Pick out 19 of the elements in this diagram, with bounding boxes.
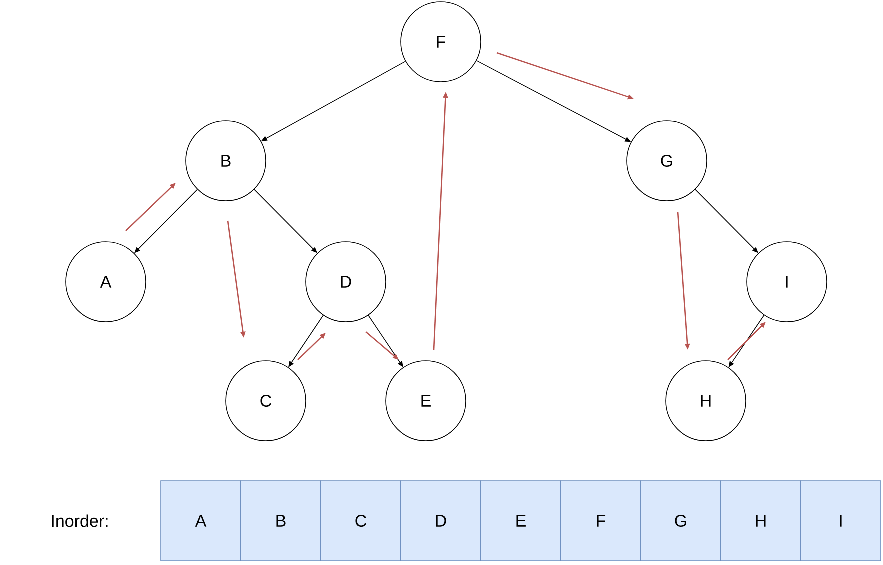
tree-node: D — [306, 242, 386, 322]
table-cell: D — [400, 480, 482, 562]
tree-node: B — [186, 120, 266, 202]
row-label: Inorder: — [52, 514, 108, 528]
tree-node: G — [626, 120, 708, 202]
tree-node: I — [746, 242, 828, 322]
tree-node: F — [400, 2, 482, 82]
tree-node: E — [386, 360, 466, 442]
table-cell: A — [160, 480, 242, 562]
table-cell: H — [720, 480, 802, 562]
tree-node: C — [226, 360, 306, 442]
table-cell: E — [480, 480, 562, 562]
table-cell: I — [800, 480, 882, 562]
table-cell: C — [320, 480, 402, 562]
tree-node: A — [66, 242, 146, 322]
table-cell: B — [240, 480, 322, 562]
tree-node: H — [666, 360, 746, 442]
table-cell: F — [560, 480, 642, 562]
table-cell: G — [640, 480, 722, 562]
